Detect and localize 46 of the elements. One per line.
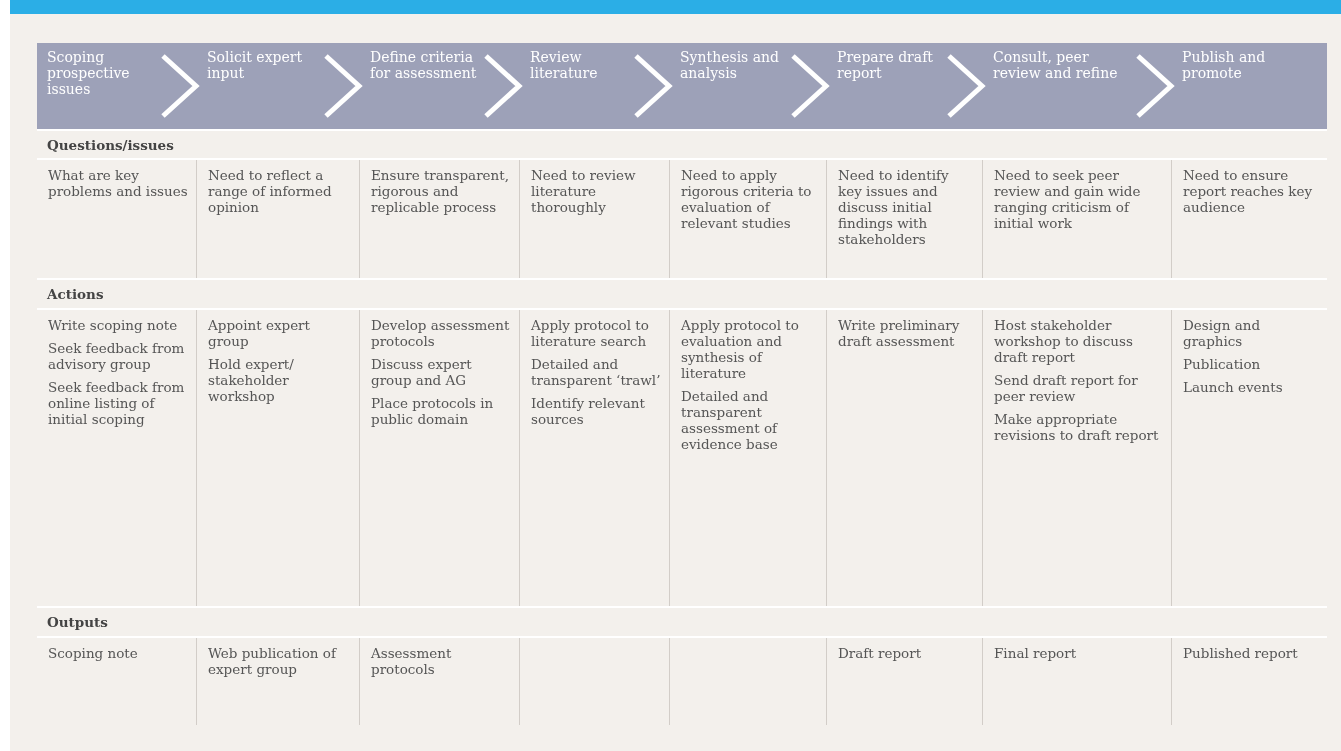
table-text: Detailed and transparent ‘trawl’ bbox=[531, 356, 661, 388]
step-label: Prepare draft report bbox=[827, 43, 949, 129]
step-label: Consult, peer review and refine bbox=[983, 43, 1138, 129]
table-text: Write scoping note bbox=[48, 317, 179, 333]
table-text: Write preliminary draft assessment bbox=[838, 317, 961, 349]
table-text: Ensure transparent, rigorous and replicable process bbox=[371, 167, 510, 215]
table-text: Published report bbox=[1183, 645, 1299, 661]
table-text: Hold expert/ stakeholder workshop bbox=[208, 356, 295, 404]
step-label: Publish and promote bbox=[1172, 43, 1327, 129]
step-label: Scoping prospective issues bbox=[37, 43, 163, 129]
step-label: Review literature bbox=[520, 43, 636, 129]
table-text: Seek feedback from online listing of initial scoping bbox=[48, 379, 186, 427]
section-heading: Actions bbox=[47, 286, 104, 302]
table-text: Detailed and transparent assessment of evidence base bbox=[681, 388, 779, 452]
step-label: Synthesis and analysis bbox=[670, 43, 793, 129]
table-text: Need to seek peer review and gain wide ranging criticism of initial work bbox=[994, 167, 1142, 231]
table-text: Send draft report for peer review bbox=[994, 372, 1139, 404]
table-text: Draft report bbox=[838, 645, 923, 661]
table-text: Appoint expert group bbox=[208, 317, 311, 349]
table-text: Need to ensure report reaches key audience bbox=[1183, 167, 1314, 215]
section-heading: Outputs bbox=[47, 614, 108, 630]
table-text: Scoping note bbox=[48, 645, 139, 661]
table-text: Seek feedback from advisory group bbox=[48, 340, 186, 372]
table-text: Need to reflect a range of informed opinion bbox=[208, 167, 333, 215]
table-text: Host stakeholder workshop to discuss draft report bbox=[994, 317, 1134, 365]
table-text: Identify relevant sources bbox=[531, 395, 646, 427]
table-text: Final report bbox=[994, 645, 1078, 661]
title-bar bbox=[10, 0, 1341, 14]
table-text: Need to review literature thoroughly bbox=[531, 167, 637, 215]
table-text: Apply protocol to evaluation and synthesis of literature bbox=[681, 317, 800, 381]
table-text: Need to identify key issues and discuss initial findings with stakeholders bbox=[838, 167, 950, 247]
table-text: Place protocols in public domain bbox=[371, 395, 495, 427]
table-text: Discuss expert group and AG bbox=[371, 356, 473, 388]
table-text: Design and graphics bbox=[1183, 317, 1262, 349]
section-heading: Questions/issues bbox=[47, 137, 174, 153]
table-text: Publication bbox=[1183, 356, 1262, 372]
table-text: Make appropriate revisions to draft report bbox=[994, 411, 1160, 443]
table-text: Need to apply rigorous criteria to evaluation of relevant studies bbox=[681, 167, 813, 231]
table-text: What are key problems and issues bbox=[48, 167, 188, 199]
table-text: Web publication of expert group bbox=[208, 645, 338, 677]
step-label: Solicit expert input bbox=[197, 43, 326, 129]
table-text: Launch events bbox=[1183, 379, 1284, 395]
table-text: Apply protocol to literature search bbox=[531, 317, 650, 349]
table-text: Develop assessment protocols bbox=[371, 317, 511, 349]
step-label: Define criteria for assessment bbox=[360, 43, 486, 129]
table-text: Assessment protocols bbox=[371, 645, 453, 677]
